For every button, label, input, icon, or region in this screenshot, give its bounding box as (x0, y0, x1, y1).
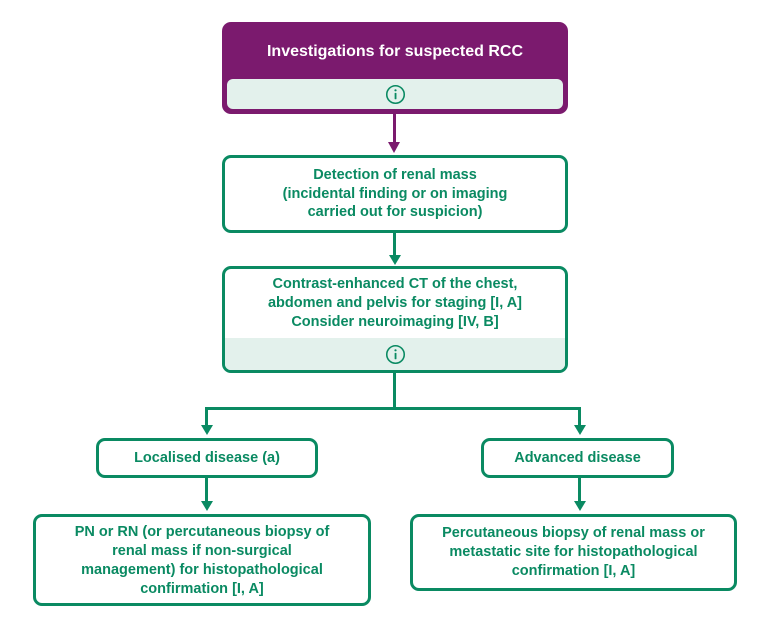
node-localised-disease[interactable]: Localised disease (a) (96, 438, 318, 478)
arrowhead-localised-to-treatment (200, 501, 213, 511)
info-icon[interactable] (385, 344, 406, 365)
info-bar-title[interactable] (227, 79, 563, 109)
info-icon[interactable] (385, 84, 406, 105)
node-localised-treatment[interactable]: PN or RN (or percutaneous biopsy of rena… (33, 514, 371, 606)
node-contrast-ct-staging[interactable]: Contrast-enhanced CT of the chest, abdom… (222, 266, 568, 373)
node-advanced-disease-label: Advanced disease (514, 449, 641, 466)
connector-title-to-detection (393, 114, 396, 144)
node-advanced-treatment[interactable]: Percutaneous biopsy of renal mass or met… (410, 514, 737, 591)
connector-advanced-to-treatment (578, 478, 581, 503)
node-localised-treatment-label: PN or RN (or percutaneous biopsy of rena… (74, 524, 330, 597)
arrowhead-ct-to-localised (200, 425, 213, 435)
node-localised-disease-label: Localised disease (a) (134, 449, 280, 466)
connector-localised-to-treatment (205, 478, 208, 503)
connector-ct-to-localised (205, 407, 208, 427)
arrowhead-ct-to-advanced (573, 425, 586, 435)
connector-ct-split-bar (205, 407, 581, 410)
node-advanced-treatment-label: Percutaneous biopsy of renal mass or met… (442, 525, 705, 579)
node-advanced-disease[interactable]: Advanced disease (481, 438, 674, 478)
info-bar-ct[interactable] (225, 338, 565, 370)
node-contrast-ct-staging-label: Contrast-enhanced CT of the chest, abdom… (267, 276, 523, 330)
connector-detection-to-ct (393, 233, 396, 257)
page-title: Investigations for suspected RCC (266, 43, 524, 60)
arrowhead-advanced-to-treatment (573, 501, 586, 511)
arrowhead-detection-to-ct (388, 255, 401, 265)
node-detection-renal-mass-label: Detection of renal mass (incidental find… (282, 166, 508, 221)
arrowhead-title-to-detection (388, 142, 400, 153)
connector-ct-stem (393, 373, 396, 409)
node-title-investigations[interactable]: Investigations for suspected RCC (222, 22, 568, 114)
node-detection-renal-mass[interactable]: Detection of renal mass (incidental find… (222, 155, 568, 233)
connector-ct-to-advanced (578, 407, 581, 427)
